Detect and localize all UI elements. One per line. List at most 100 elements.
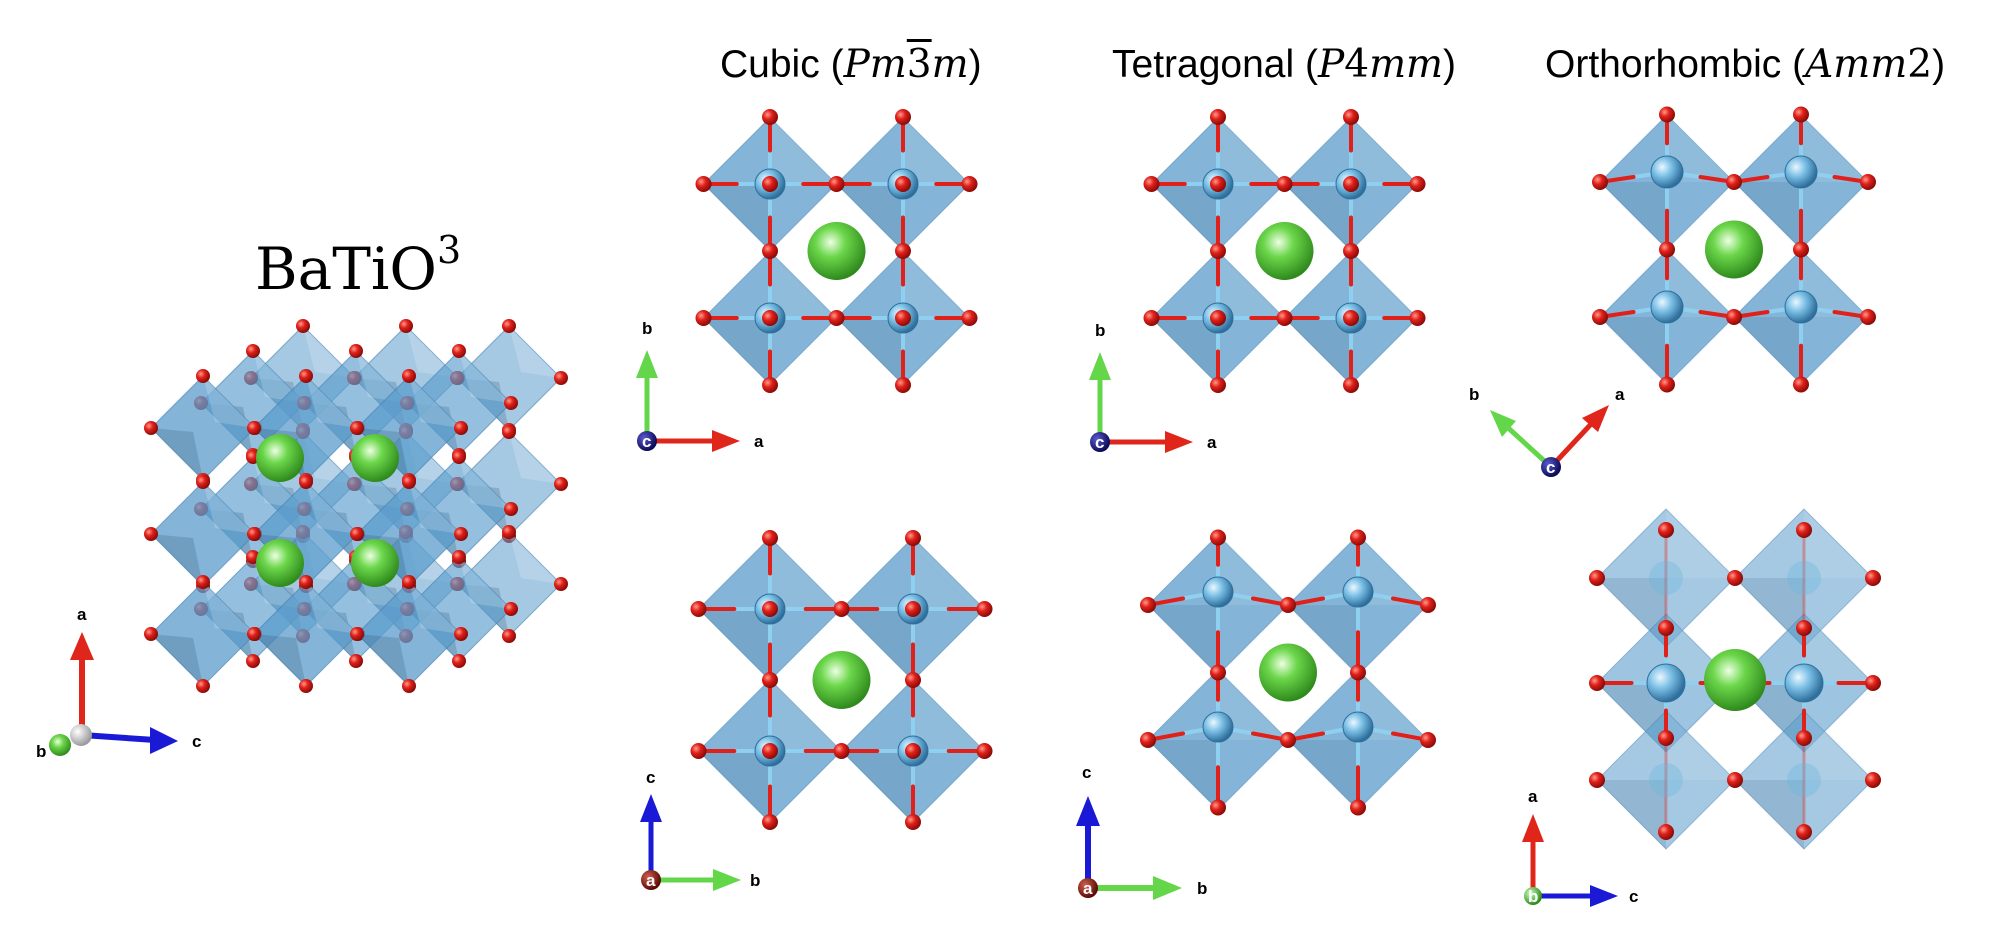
axis-a-arrowhead xyxy=(1165,431,1193,453)
axis-c-label: c xyxy=(642,432,651,451)
orthorhombic-top-view xyxy=(1592,106,1876,393)
paren-open: ( xyxy=(1304,43,1318,86)
oxygen-atom xyxy=(828,310,845,326)
oxygen-atom xyxy=(502,425,516,439)
oxygen-atom xyxy=(1210,664,1226,681)
barium-atom xyxy=(351,434,399,482)
oxygen-atom xyxy=(502,629,516,643)
axis-a-label: a xyxy=(77,605,87,624)
barium-atom xyxy=(351,539,399,587)
cubic-title: Cubic (Pm3m) xyxy=(720,42,982,87)
titanium-atom xyxy=(1784,663,1824,703)
oxygen-atom xyxy=(452,344,466,358)
oxygen-atom xyxy=(246,654,260,668)
octahedron-face xyxy=(459,457,511,509)
titanium-atom xyxy=(1650,155,1684,189)
tetragonal-title: Tetragonal (P4mm) xyxy=(1112,42,1456,87)
octahedron-face xyxy=(1218,117,1285,184)
axis-b-arrowhead xyxy=(1490,410,1516,437)
barium-atom xyxy=(807,222,866,280)
octahedron-face xyxy=(770,117,837,184)
octahedron-face xyxy=(151,534,203,586)
oxygen-atom xyxy=(1659,241,1675,258)
oxygen-atom xyxy=(247,421,261,435)
oxygen-atom xyxy=(1659,376,1675,393)
oxygen-atom xyxy=(402,369,416,383)
barium-atom xyxy=(812,651,871,709)
phase-name: Tetragonal xyxy=(1112,43,1295,86)
octahedron-face xyxy=(1284,318,1351,385)
octahedron-face xyxy=(409,482,461,534)
oxygen-atom xyxy=(1658,620,1674,636)
titanium-atom xyxy=(1787,561,1821,595)
oxygen-atom xyxy=(905,743,921,759)
octahedron-face xyxy=(459,351,511,403)
oxygen-atom xyxy=(762,109,778,125)
oxygen-atom xyxy=(196,575,210,589)
oxygen-atom xyxy=(762,377,778,393)
oxygen-atom xyxy=(690,743,707,759)
octahedron-face xyxy=(1284,184,1351,251)
octahedron-face xyxy=(1218,251,1285,318)
axis-b-label: b xyxy=(1095,321,1105,340)
oxygen-atom xyxy=(905,672,921,688)
oxygen-atom xyxy=(1793,241,1809,258)
oxygen-atom xyxy=(1140,732,1156,748)
oxygen-atom xyxy=(1350,664,1366,681)
oxygen-atom xyxy=(299,575,313,589)
formula-title: BaTiO3 xyxy=(255,228,461,303)
oxygen-atom xyxy=(296,319,310,333)
axis-c-label: c xyxy=(1546,458,1555,477)
barium-atom xyxy=(1705,220,1763,279)
oxygen-atom xyxy=(196,369,210,383)
oxygen-atom xyxy=(1420,732,1436,748)
oxygen-atom xyxy=(762,672,778,688)
oxygen-atom xyxy=(895,109,911,125)
titanium-atom xyxy=(1646,663,1686,703)
oxygen-atom xyxy=(895,243,911,259)
octahedron-face xyxy=(698,751,770,823)
octahedron-face xyxy=(1218,670,1288,740)
octahedron-face xyxy=(841,751,913,823)
oxygen-atom xyxy=(502,525,516,539)
axis-a-label: a xyxy=(1528,787,1538,806)
oxygen-atom xyxy=(299,475,313,489)
oxygen-atom xyxy=(695,176,712,192)
oxygen-atom xyxy=(349,344,363,358)
space-group-bar: 3 xyxy=(906,42,932,87)
axis-origin xyxy=(70,724,92,746)
oxygen-atom xyxy=(1350,529,1366,546)
axis-triad-cubic-side: c b a xyxy=(640,768,760,891)
oxygen-atom xyxy=(1860,309,1876,325)
octahedron-face xyxy=(913,537,985,609)
axis-b-label: b xyxy=(36,742,46,761)
axis-a-label: a xyxy=(1083,879,1093,898)
oxygen-atom xyxy=(905,814,921,830)
oxygen-atom xyxy=(144,527,158,541)
octahedron-face xyxy=(698,609,770,681)
oxygen-atom xyxy=(1796,522,1812,538)
barium-atom xyxy=(1704,649,1766,711)
axis-a-label: a xyxy=(1615,385,1625,404)
octahedron-face xyxy=(1734,182,1801,249)
octahedron-face xyxy=(306,582,358,634)
axis-b-arrowhead xyxy=(1089,352,1111,380)
octahedron xyxy=(1734,710,1874,850)
octahedron-face xyxy=(254,634,306,686)
oxygen-atom xyxy=(144,421,158,435)
octahedron-face xyxy=(203,582,255,634)
oxygen-atom xyxy=(762,743,778,759)
cubic-side-view xyxy=(690,530,993,830)
oxygen-atom xyxy=(1589,772,1605,788)
axis-triad-tetragonal-side: c b a xyxy=(1076,763,1207,900)
oxygen-atom xyxy=(1280,732,1296,748)
oxygen-atom xyxy=(454,527,468,541)
space-group: Pm xyxy=(843,42,907,87)
axis-b-arrow xyxy=(1503,423,1553,469)
formula-base: BaTiO xyxy=(255,235,437,303)
oxygen-atom xyxy=(402,475,416,489)
octahedron-face xyxy=(509,532,561,584)
axis-b-dot xyxy=(1524,887,1542,905)
octahedron-face xyxy=(306,376,358,428)
titanium-atom xyxy=(1202,711,1234,743)
